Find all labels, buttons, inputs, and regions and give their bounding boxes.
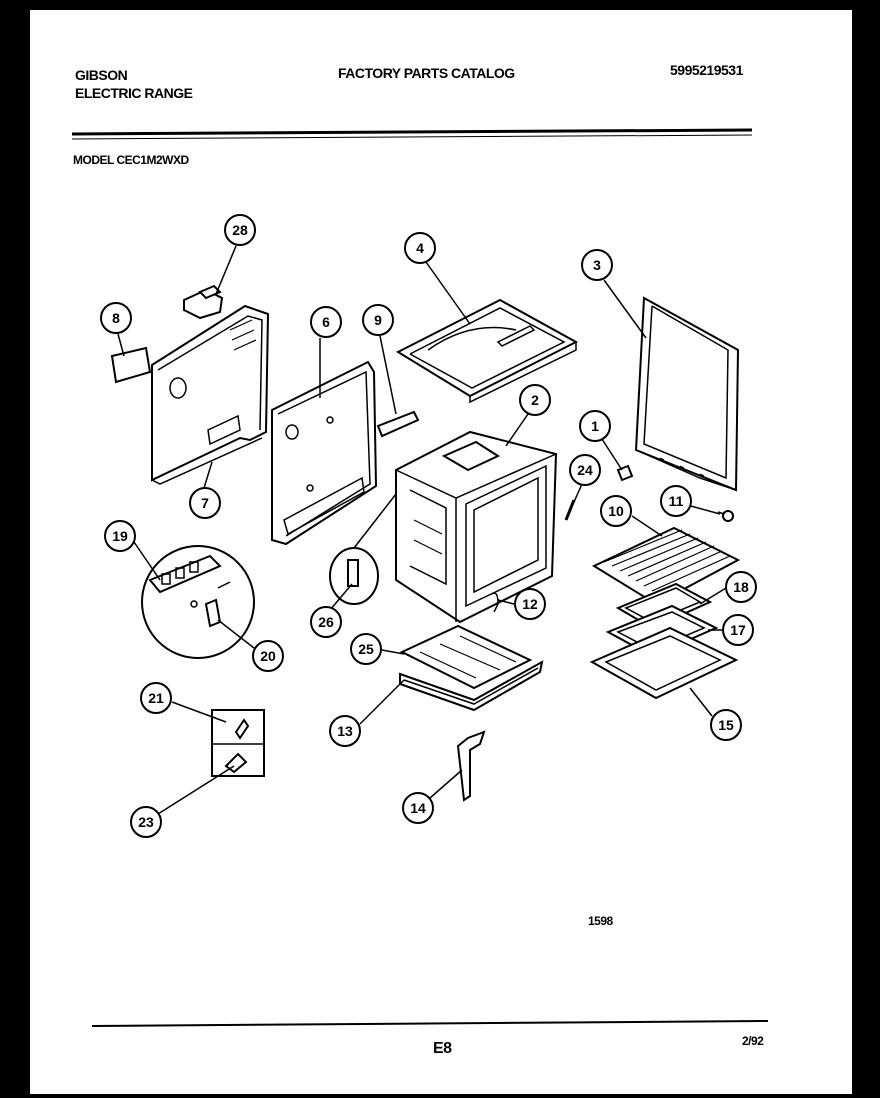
- svg-text:28: 28: [232, 222, 248, 238]
- svg-text:21: 21: [148, 690, 164, 706]
- callout-17: 17: [722, 614, 754, 646]
- part-12-hook: [491, 592, 499, 613]
- callout-20: 20: [252, 640, 284, 672]
- callout-10: 10: [600, 495, 632, 527]
- svg-text:12: 12: [522, 596, 538, 612]
- callout-25: 25: [350, 633, 382, 665]
- part-24-pin: [564, 499, 576, 521]
- svg-text:8: 8: [112, 310, 120, 326]
- svg-text:3: 3: [593, 257, 601, 273]
- svg-text:19: 19: [112, 528, 128, 544]
- callout-7: 7: [189, 487, 221, 519]
- part-14-bracket: [456, 730, 486, 802]
- callout-18: 18: [725, 571, 757, 603]
- part-6-back-panel: [271, 360, 378, 546]
- catalog-number: 5995219531: [670, 62, 743, 78]
- callout-1: 1: [579, 410, 611, 442]
- part-25-oven-bottom: [399, 624, 533, 690]
- callout-11: 11: [660, 485, 692, 517]
- svg-text:13: 13: [337, 723, 353, 739]
- callout-26: 26: [310, 606, 342, 638]
- svg-text:18: 18: [733, 579, 749, 595]
- part-26-inset: [329, 493, 397, 605]
- svg-text:7: 7: [201, 495, 209, 511]
- callout-15: 15: [710, 709, 742, 741]
- callout-8: 8: [100, 302, 132, 334]
- part-3-door-frame: [634, 296, 740, 492]
- svg-text:9: 9: [374, 312, 382, 328]
- callout-24: 24: [569, 454, 601, 486]
- model-label: MODEL CEC1M2WXD: [73, 153, 189, 167]
- header-rule: [71, 128, 753, 136]
- part-8-panel: [110, 346, 152, 384]
- product-label: ELECTRIC RANGE: [75, 85, 193, 101]
- callout-4: 4: [404, 232, 436, 264]
- callout-21: 21: [140, 682, 172, 714]
- svg-text:2: 2: [531, 392, 539, 408]
- svg-text:17: 17: [730, 622, 746, 638]
- page-code: E8: [433, 1040, 452, 1057]
- svg-text:26: 26: [318, 614, 334, 630]
- part-19-20-inset: [141, 545, 255, 659]
- callout-3: 3: [581, 249, 613, 281]
- part-7-side-panel: [151, 304, 270, 485]
- callout-23: 23: [130, 806, 162, 838]
- callout-19: 19: [104, 520, 136, 552]
- svg-text:1: 1: [591, 418, 599, 434]
- svg-text:24: 24: [577, 462, 593, 478]
- svg-text:14: 14: [410, 800, 426, 816]
- callout-12: 12: [514, 588, 546, 620]
- part-2-oven-cavity: [395, 430, 558, 624]
- part-4-cooktop: [395, 298, 579, 404]
- part-15-door-glass: [589, 626, 739, 700]
- svg-text:4: 4: [416, 240, 424, 256]
- callout-6: 6: [310, 306, 342, 338]
- drawing-code: 1598: [588, 914, 613, 928]
- callout-13: 13: [329, 715, 361, 747]
- svg-text:11: 11: [669, 493, 684, 509]
- part-28-bracket: [183, 284, 224, 320]
- revision-date: 2/92: [742, 1034, 764, 1048]
- part-9-strip: [376, 410, 420, 438]
- callout-9: 9: [362, 304, 394, 336]
- callout-28: 28: [224, 214, 256, 246]
- part-10-oven-rack: [591, 526, 741, 606]
- footer-rule: [91, 1020, 769, 1027]
- svg-text:6: 6: [322, 314, 330, 330]
- svg-text:15: 15: [718, 717, 734, 733]
- callout-14: 14: [402, 792, 434, 824]
- brand-label: GIBSON: [75, 67, 128, 83]
- part-11-fastener: [717, 510, 734, 522]
- callout-2: 2: [519, 384, 551, 416]
- svg-text:25: 25: [358, 641, 374, 657]
- svg-text:20: 20: [260, 648, 276, 664]
- catalog-title: FACTORY PARTS CATALOG: [338, 65, 515, 81]
- header-rule-thin: [71, 134, 753, 140]
- svg-text:23: 23: [138, 814, 154, 830]
- svg-text:10: 10: [608, 503, 624, 519]
